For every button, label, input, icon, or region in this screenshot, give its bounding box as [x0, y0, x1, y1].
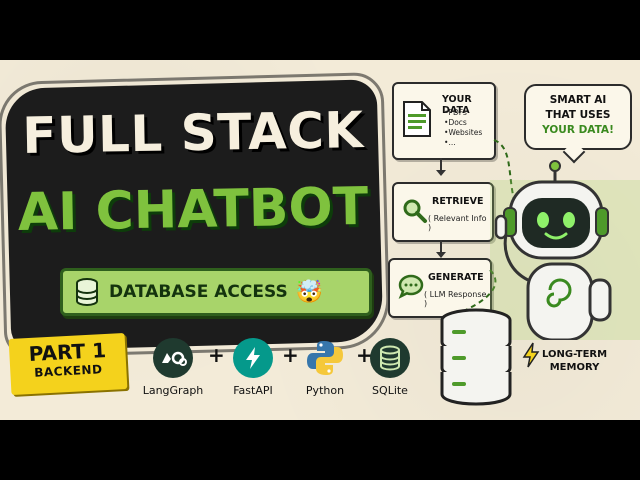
speech-bubble: SMART AI THAT USES YOUR DATA! — [524, 84, 632, 150]
title-line-1: FULL STACK — [21, 101, 365, 165]
tech-python: Python — [290, 338, 360, 397]
retrieve-box: RETRIEVE ( Relevant Info ) — [392, 182, 494, 242]
list-item: Websites — [444, 128, 482, 138]
langgraph-icon — [153, 338, 193, 378]
title-line-2: AI CHATBOT — [17, 176, 369, 244]
magnifier-icon — [403, 199, 427, 223]
retrieve-title: RETRIEVE — [432, 196, 484, 207]
plus-sign: + — [282, 343, 299, 367]
list-item: ... — [444, 138, 482, 148]
database-stack-icon — [440, 308, 512, 406]
part-1-badge: PART 1 BACKEND — [8, 333, 128, 395]
memory-label: LONG-TERM MEMORY — [542, 348, 607, 374]
database-access-banner: DATABASE ACCESS 🤯 — [60, 268, 372, 316]
generate-box: GENERATE ( LLM Response ) — [388, 258, 492, 318]
tech-label: FastAPI — [233, 384, 273, 397]
mind-blown-emoji: 🤯 — [295, 279, 324, 305]
your-data-box: YOUR DATA PDFs Docs Websites ... — [392, 82, 496, 160]
list-item: PDFs — [444, 108, 482, 118]
tech-fastapi: FastAPI — [218, 338, 288, 397]
bubble-line-2: THAT USES — [545, 109, 611, 121]
sqlite-icon — [370, 338, 410, 378]
tech-label: LangGraph — [142, 384, 204, 397]
list-item: Docs — [444, 118, 482, 128]
python-icon — [305, 338, 345, 378]
tech-sqlite: SQLite — [355, 338, 425, 397]
bubble-line-3: YOUR DATA! — [542, 124, 614, 136]
lightning-icon — [522, 342, 540, 368]
retrieve-sub: ( Relevant Info ) — [428, 214, 487, 232]
document-icon — [403, 101, 431, 137]
chat-icon — [398, 274, 424, 299]
plus-sign: + — [356, 343, 373, 367]
database-icon — [76, 278, 98, 306]
bubble-line-1: SMART AI — [549, 94, 607, 106]
tech-label: SQLite — [372, 384, 408, 397]
thumbnail: FULL STACK AI CHATBOT DATABASE ACCESS 🤯 … — [0, 60, 640, 420]
your-data-list: PDFs Docs Websites ... — [444, 108, 482, 148]
memory-line-2: MEMORY — [549, 362, 600, 373]
tech-langgraph: LangGraph — [138, 338, 208, 397]
generate-sub: ( LLM Response ) — [424, 290, 487, 308]
plus-sign: + — [208, 343, 225, 367]
database-access-label: DATABASE ACCESS — [109, 282, 288, 302]
flow-arrow — [436, 158, 446, 176]
memory-line-1: LONG-TERM — [542, 349, 608, 360]
robot-illustration — [490, 160, 640, 340]
tech-label: Python — [305, 384, 345, 397]
generate-title: GENERATE — [428, 272, 484, 283]
fastapi-icon — [233, 338, 273, 378]
flow-arrow — [436, 240, 446, 258]
